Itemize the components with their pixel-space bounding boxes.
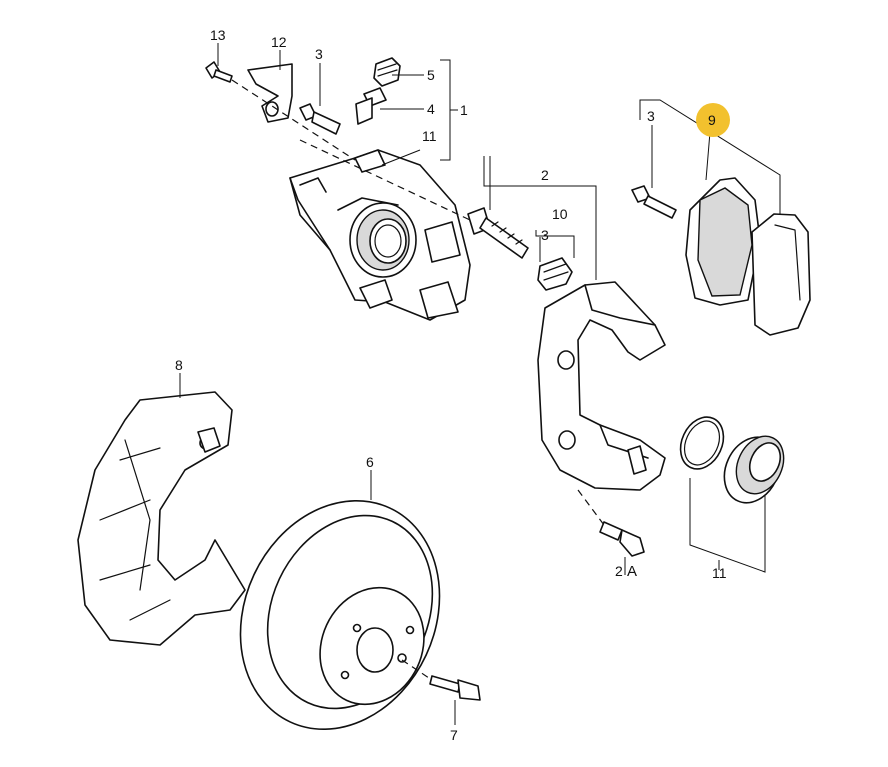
label-4[interactable]: 4	[427, 101, 435, 117]
label-3-pads[interactable]: 3	[647, 108, 655, 124]
carrier-bolt-2[interactable]	[577, 489, 645, 557]
label-9: 9	[708, 112, 716, 128]
brake-pad-set-9[interactable]	[685, 177, 811, 336]
label-2-guide-pin[interactable]: 2	[541, 167, 549, 183]
label-5[interactable]: 5	[427, 67, 435, 83]
label-12[interactable]: 12	[271, 34, 287, 50]
label-8[interactable]: 8	[175, 357, 183, 373]
brake-caliper[interactable]	[289, 139, 471, 321]
screw-7[interactable]	[401, 659, 481, 701]
bleeder-cap-5[interactable]	[373, 57, 401, 87]
guide-pin-2[interactable]	[467, 207, 529, 259]
label-1[interactable]: 1	[460, 102, 468, 118]
label-11-lower[interactable]: 11	[712, 565, 727, 581]
highlight-marker	[696, 103, 730, 137]
guide-bushing-3[interactable]	[537, 257, 573, 291]
label-A[interactable]: A	[627, 563, 637, 580]
splash-shield-8[interactable]	[77, 391, 246, 646]
label-11-upper[interactable]: 11	[422, 128, 437, 144]
label-9-highlighted[interactable]: 9	[696, 103, 730, 137]
label-3-bushing[interactable]: 3	[541, 227, 549, 243]
caliper-carrier[interactable]	[537, 281, 666, 491]
bolt-3-pads[interactable]	[631, 185, 677, 219]
label-10[interactable]: 10	[552, 206, 568, 222]
dust-boot[interactable]	[714, 428, 793, 512]
bleeder-valve-4[interactable]	[355, 87, 387, 125]
label-6[interactable]: 6	[366, 454, 374, 470]
guide-bolt-3[interactable]	[299, 103, 341, 135]
bolt-13[interactable]	[205, 61, 233, 83]
seal-ring[interactable]	[672, 410, 731, 476]
part-labels: 13 12 3 5 4 1 11 2 10 3 3 9 8 6 7 2 A 11	[175, 27, 730, 743]
label-2-carrier-bolt[interactable]: 2	[615, 563, 623, 579]
brake-disc-6[interactable]	[204, 468, 476, 762]
label-3-guide-bolt[interactable]: 3	[315, 46, 323, 62]
label-13[interactable]: 13	[210, 27, 226, 43]
leader-lines	[179, 43, 781, 725]
label-7[interactable]: 7	[450, 727, 458, 743]
bracket-12[interactable]	[231, 63, 356, 161]
